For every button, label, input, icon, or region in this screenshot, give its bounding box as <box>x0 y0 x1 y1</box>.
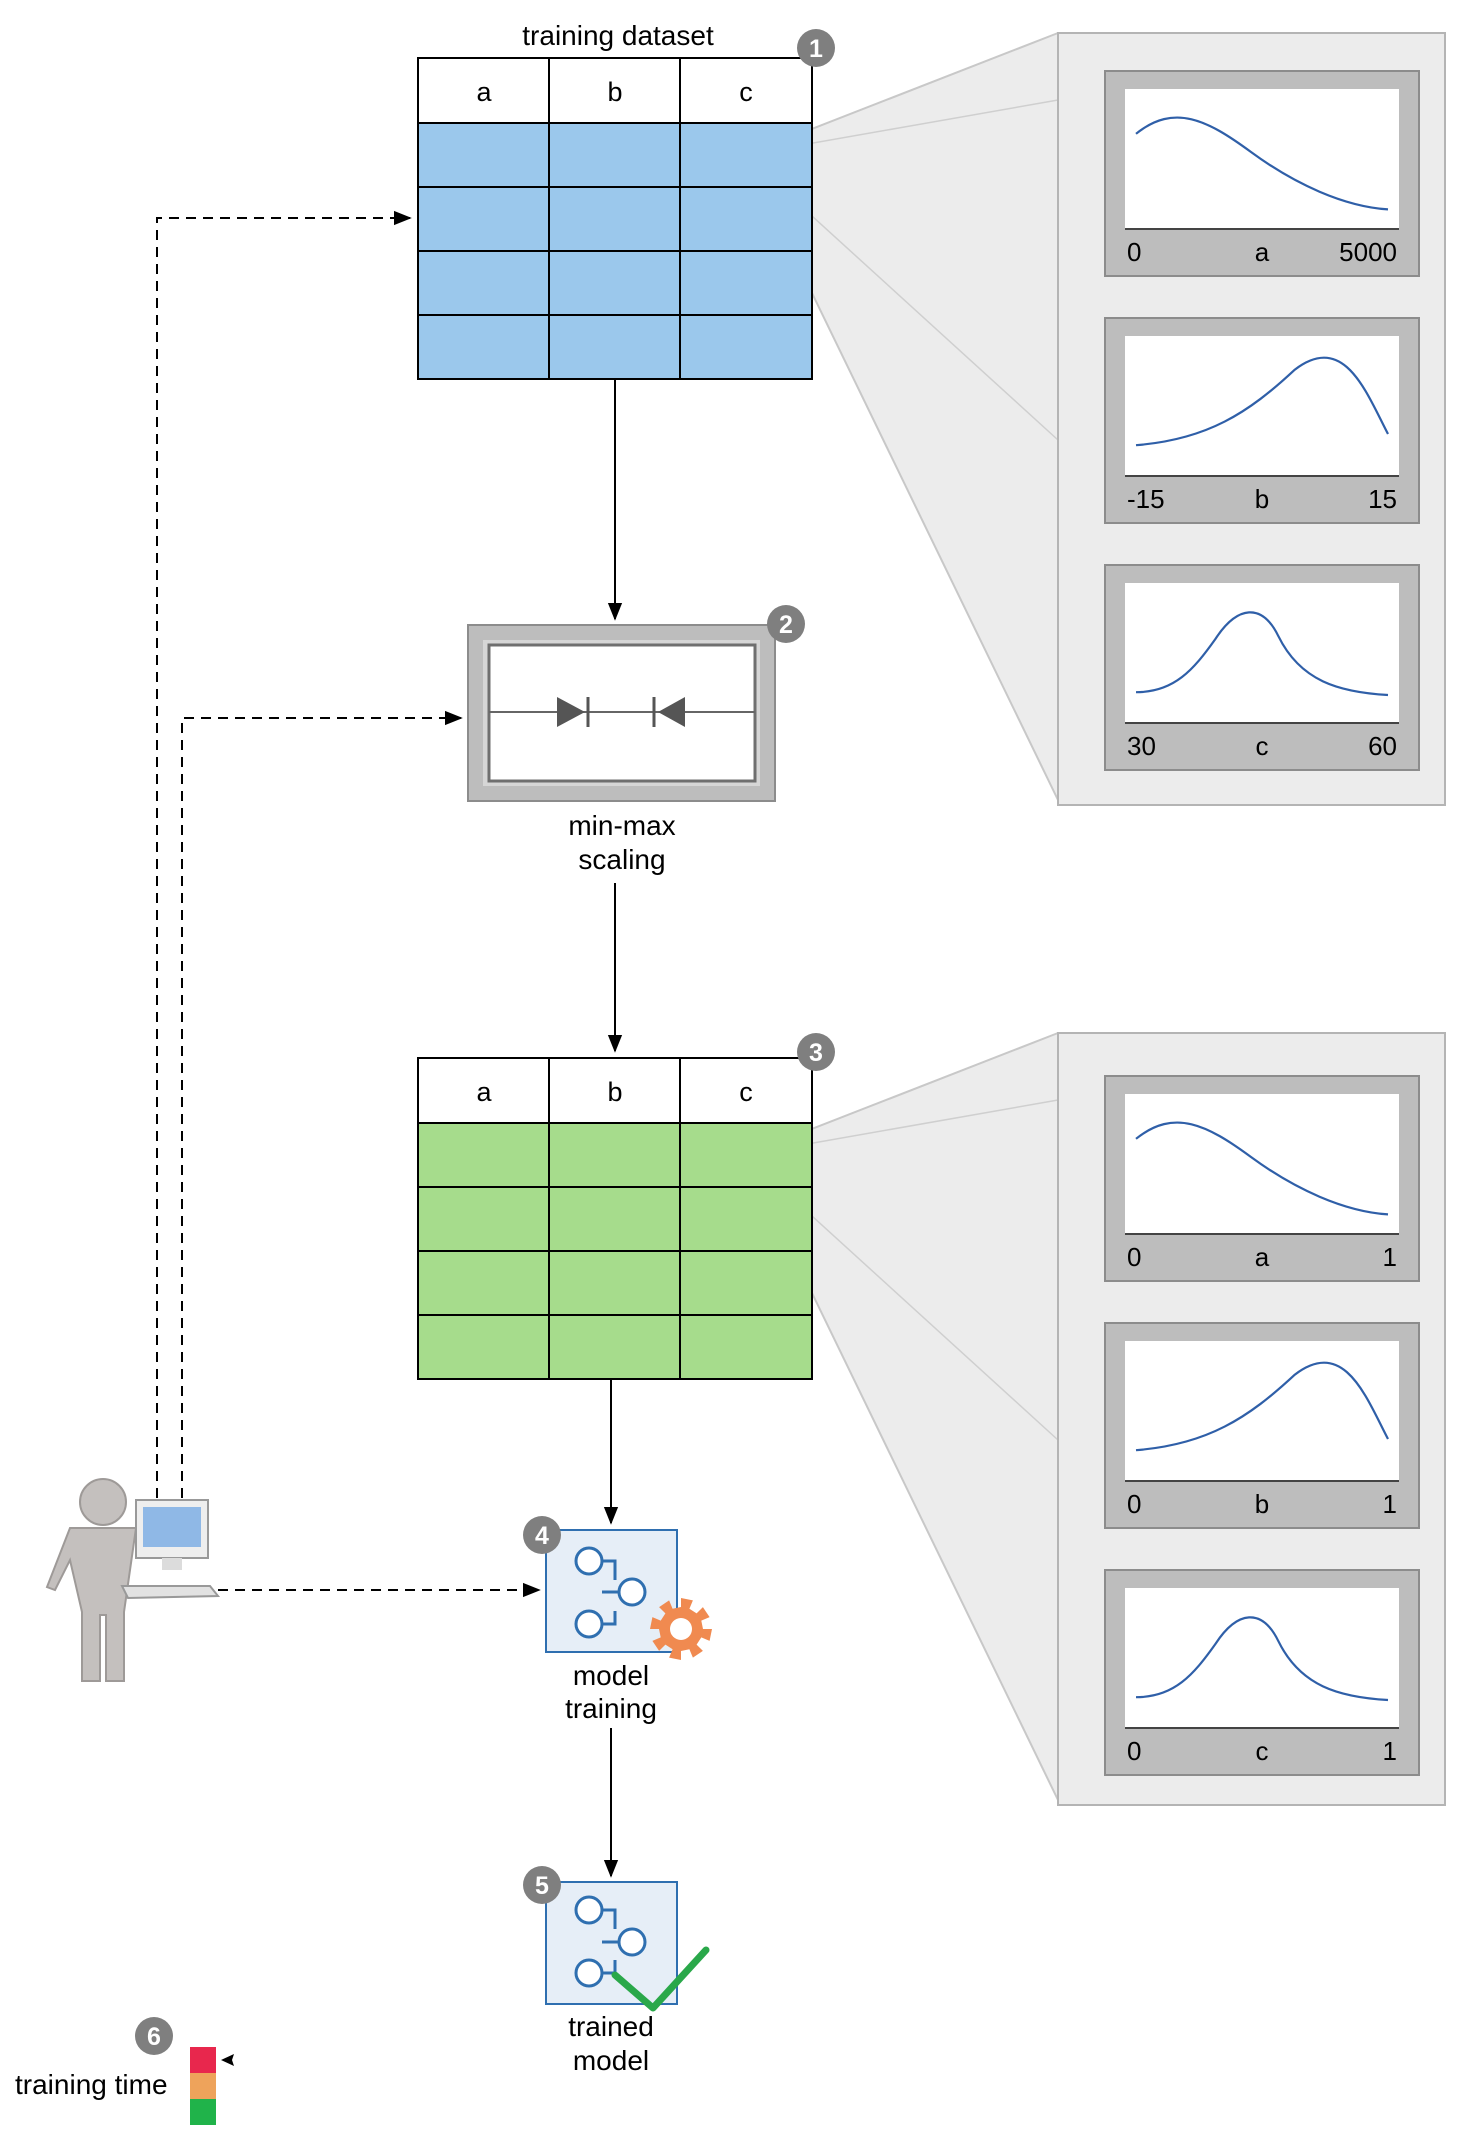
svg-text:4: 4 <box>535 1522 549 1550</box>
dataset-title: training dataset <box>522 20 714 51</box>
scaled-distribution-feature-c: c <box>1256 1736 1269 1766</box>
raw-header-a: a <box>476 77 492 107</box>
scaled-distribution-max-b: 1 <box>1383 1489 1397 1519</box>
scaling-label-line2: scaling <box>578 844 665 875</box>
trained-model-icon <box>545 1881 678 2005</box>
scaled-distribution-curve-c <box>1135 1616 1389 1702</box>
training-time-bar <box>190 2047 216 2125</box>
person-at-computer-icon <box>45 1478 221 1682</box>
badge-6: 6 <box>135 2017 173 2055</box>
scaled-distribution-card-c: 0 c 1 <box>1104 1569 1420 1776</box>
checkmark-icon <box>611 1946 710 2012</box>
scaled-distribution-min-c: 0 <box>1127 1736 1141 1766</box>
raw-distribution-min-c: 30 <box>1127 731 1156 761</box>
raw-distribution-max-b: 15 <box>1368 484 1397 514</box>
svg-text:3: 3 <box>809 1039 823 1067</box>
gear-icon <box>650 1598 712 1660</box>
scaled-dataset-table: a b c <box>417 1057 813 1380</box>
scaled-distribution-feature-b: b <box>1255 1489 1269 1519</box>
raw-distribution-curve-c <box>1135 611 1389 697</box>
scaled-header-b: b <box>607 1077 622 1107</box>
svg-text:6: 6 <box>147 2023 161 2051</box>
scaled-distribution-curve-b <box>1135 1361 1389 1452</box>
badge-4: 4 <box>523 1516 561 1554</box>
scaled-header-a: a <box>476 1077 492 1107</box>
scaled-distribution-max-c: 1 <box>1383 1736 1397 1766</box>
time-indicator-arrow <box>221 2054 234 2066</box>
training-label-line1: model <box>573 1660 649 1691</box>
training-label-line2: training <box>565 1693 657 1724</box>
svg-text:2: 2 <box>779 611 793 639</box>
scaled-distribution-curve-a <box>1135 1121 1389 1216</box>
badge-3: 3 <box>797 1033 835 1071</box>
raw-distribution-max-a: 5000 <box>1339 237 1397 267</box>
raw-distribution-feature-b: b <box>1255 484 1269 514</box>
raw-header-b: b <box>607 77 622 107</box>
scaled-distribution-card-a: 0 a 1 <box>1104 1075 1420 1282</box>
raw-distribution-min-a: 0 <box>1127 237 1141 267</box>
dashed-arrow-user-to-dataset <box>156 210 412 1498</box>
scaled-distribution-feature-a: a <box>1255 1242 1270 1272</box>
raw-distribution-card-c: 30 c 60 <box>1104 564 1420 771</box>
model-network-icon <box>545 1529 678 1653</box>
svg-text:5: 5 <box>535 1872 549 1900</box>
badge-5: 5 <box>523 1866 561 1904</box>
svg-text:1: 1 <box>809 35 823 63</box>
raw-distribution-curve-a <box>1135 116 1389 211</box>
scaling-label-line1: min-max <box>568 810 675 841</box>
scaled-distribution-min-a: 0 <box>1127 1242 1141 1272</box>
training-time-label: training time <box>15 2069 168 2100</box>
scaled-distribution-card-b: 0 b 1 <box>1104 1322 1420 1529</box>
raw-distribution-max-c: 60 <box>1368 731 1397 761</box>
badge-2: 2 <box>767 605 805 643</box>
dashed-arrow-user-to-scaler <box>181 710 463 1498</box>
scaled-header-c: c <box>739 1077 753 1107</box>
raw-distribution-card-b: -15 b 15 <box>1104 317 1420 524</box>
min-max-scaler-icon <box>467 624 776 802</box>
badge-1: 1 <box>797 29 835 67</box>
scaled-distribution-max-a: 1 <box>1383 1242 1397 1272</box>
training-dataset-table: a b c <box>417 57 813 380</box>
trained-label-line1: trained <box>568 2011 654 2042</box>
raw-header-c: c <box>739 77 753 107</box>
raw-distribution-feature-c: c <box>1256 731 1269 761</box>
scaled-distribution-min-b: 0 <box>1127 1489 1141 1519</box>
raw-distribution-feature-a: a <box>1255 237 1270 267</box>
raw-distribution-curve-b <box>1135 356 1389 447</box>
raw-distribution-min-b: -15 <box>1127 484 1165 514</box>
trained-label-line2: model <box>573 2045 649 2076</box>
raw-distribution-card-a: 0 a 5000 <box>1104 70 1420 277</box>
